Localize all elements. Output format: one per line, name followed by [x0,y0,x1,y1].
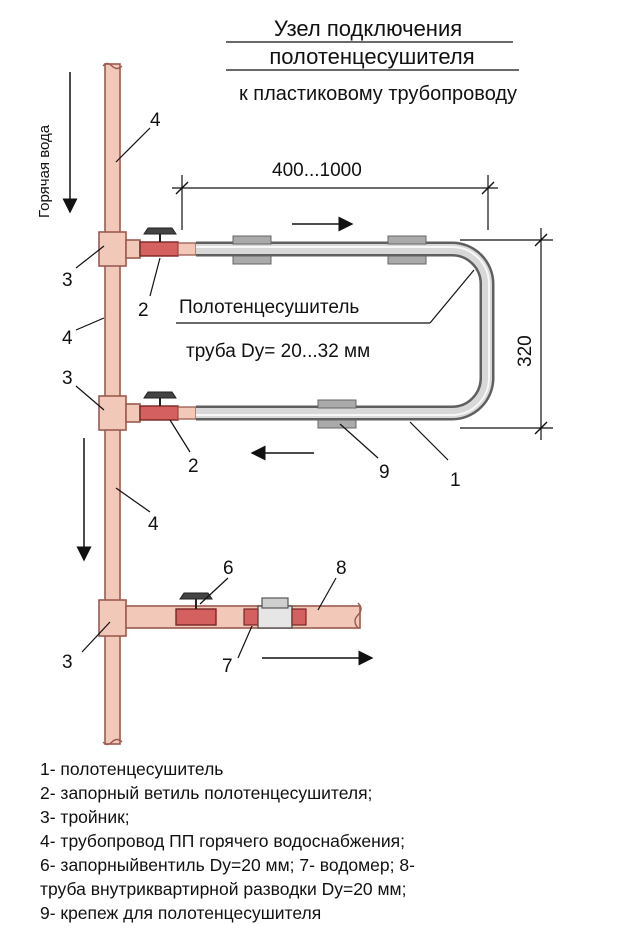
callout-leaders [75,127,449,659]
legend-item: труба внутриквартирной разводки Dy=20 мм… [40,879,407,899]
callout-6: 6 [223,558,234,579]
callout-3-upper: 3 [62,270,73,291]
legend-item: 2- запорный ветиль полотенцесушителя; [40,783,373,803]
legend-item: 4- трубопровод ПП горячего водоснабжения… [40,831,405,851]
height-dimension-label: 320 [515,335,536,367]
legend-item: 6- запорныйвентиль Dy=20 мм; 7- водомер;… [40,855,415,875]
title-line-1: Узел подключения [274,16,462,41]
callout-4-middle: 4 [62,328,73,349]
valve-middle [139,391,197,421]
title-line-2: полотенцесушителя [269,44,474,69]
tee-lower [98,599,127,637]
width-dimension-label: 400...1000 [272,160,362,181]
tee-upper [98,231,141,267]
callout-4-lower: 4 [148,514,159,535]
towel-dryer [196,241,495,421]
legend: 1- полотенцесушитель 2- запорный ветиль … [40,757,615,925]
callout-2-upper: 2 [138,300,149,321]
width-dimension [172,175,498,230]
callout-2-middle: 2 [188,456,199,477]
callout-3-middle: 3 [62,368,73,389]
dryer-name-label: Полотенцесушитель [179,297,359,318]
valve-upper [139,227,197,257]
legend-item: 3- тройник; [40,807,130,827]
hot-water-label: Горячая вода [36,124,53,218]
callout-1: 1 [450,470,461,491]
legend-item: 1- полотенцесушитель [40,759,224,779]
legend-item: 9- крепеж для полотенцесушителя [40,903,322,923]
title-line-3: к пластиковому трубопроводу [239,83,517,105]
tee-middle [98,395,141,431]
valve-branch [175,592,217,626]
callout-4-top: 4 [150,110,161,131]
water-meter [243,597,307,629]
dryer-leader-tip [429,269,475,324]
callout-7: 7 [222,656,233,677]
dryer-pipe-label: труба Dy= 20...32 мм [186,341,370,362]
callout-3-lower: 3 [62,652,73,673]
callout-8: 8 [336,558,347,579]
callout-9: 9 [379,462,390,483]
height-dimension [460,228,553,440]
dryer-bracket [232,235,427,429]
